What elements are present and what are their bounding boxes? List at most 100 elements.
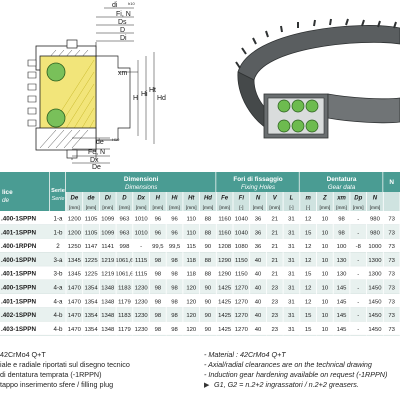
note-gear-it: di dentatura temprata (-1RPPN) — [0, 370, 102, 379]
column-header-11: N — [256, 196, 261, 202]
table-cell: 1345 — [68, 258, 82, 264]
group-header-it: Dimensioni — [124, 176, 159, 183]
table-cell: 36 — [255, 244, 262, 250]
row-code: .400-1SPPN — [1, 257, 36, 264]
table-cell: 1425 — [218, 327, 232, 333]
row-serie: 4-b — [54, 326, 64, 333]
code-header-label-en: de — [2, 197, 10, 204]
note-material-en: - Material : 42CrMo4 Q+T — [204, 350, 286, 359]
table-cell: 1354 — [84, 299, 98, 305]
serie-header-it: Serie — [51, 188, 65, 194]
table-cell: 36 — [255, 217, 262, 223]
dim-label-ht: Ht — [149, 87, 156, 94]
table-cell: 1230 — [135, 299, 149, 305]
table-cell: 120 — [186, 299, 197, 305]
table-group-header-extra — [383, 172, 400, 192]
table-cell: 23 — [271, 313, 278, 319]
table-cell: 12 — [305, 217, 312, 223]
table-cell: - — [357, 286, 359, 292]
table-cell: 73 — [388, 313, 395, 319]
table-group-header — [216, 172, 299, 192]
table-cell: 31 — [288, 230, 295, 236]
table-cell: 120 — [186, 313, 197, 319]
table-cell: 98 — [171, 286, 178, 292]
table-cell: 21 — [271, 217, 278, 223]
row-code: .401-1SPPN — [1, 298, 36, 305]
table-cell: -8 — [356, 244, 362, 250]
table-cell: 100 — [337, 244, 348, 250]
table-cell: 1061,6 — [115, 272, 134, 278]
notes-section: 42CrMo4 Q+T iale e radiale riportati sul… — [0, 350, 400, 400]
table-cell: 21 — [271, 230, 278, 236]
column-unit-6: [mm] — [169, 205, 180, 211]
row-code: .403-1SPPN — [1, 326, 36, 333]
dim-label-d: D — [120, 27, 125, 34]
table-cell: 120 — [186, 286, 197, 292]
table-cell: 73 — [388, 272, 395, 278]
group-header-it: Fori di fissaggio — [233, 176, 282, 183]
table-cell: 40 — [255, 258, 262, 264]
note-plug-it: tappo inserimento sfere / filling plug — [0, 380, 114, 389]
table-cell: 31 — [288, 313, 295, 319]
table-cell: 1150 — [235, 272, 248, 278]
column-header-4: Dx — [137, 196, 145, 202]
row-code: .401-1SPPN — [1, 271, 36, 278]
table-cell: 1450 — [368, 327, 382, 333]
dim-label-xm: xm — [118, 70, 128, 77]
table-cell: 1354 — [84, 327, 98, 333]
table-cell: 1348 — [101, 327, 115, 333]
table-cell: 12 — [305, 286, 312, 292]
table-cell: 12 — [305, 244, 312, 250]
row-code: .400-1SPPN — [1, 285, 36, 292]
table-cell: 73 — [388, 258, 395, 264]
table-cell: 1147 — [85, 244, 98, 250]
table-cell: 1183 — [118, 313, 131, 319]
row-serie: 1-b — [54, 229, 64, 236]
table-cell: 98 — [155, 299, 162, 305]
column-header-13: L — [290, 196, 294, 202]
table-cell: 12 — [305, 258, 312, 264]
table-cell: 1225 — [84, 272, 98, 278]
column-header-9: Fe — [221, 196, 229, 202]
table-cell: 15 — [305, 313, 312, 319]
table-cell: 1080 — [235, 244, 249, 250]
table-cell: 980 — [370, 217, 381, 223]
table-cell: 21 — [271, 258, 278, 264]
table-cell: 118 — [187, 258, 197, 264]
table-cell: 88 — [205, 258, 212, 264]
row-code: .402-1SPPN — [1, 312, 36, 319]
technical-drawing: di h10 Fi, N Ds D Di xm H Hi Ht Hd de H1… — [27, 1, 400, 170]
row-code: .400-1SPPN — [1, 216, 36, 223]
table-cell: 963 — [120, 230, 131, 236]
column-header-8: Hd — [204, 196, 212, 202]
group-header-en: Fixing Holes — [241, 184, 275, 191]
serie-header-en: Serie — [51, 196, 64, 202]
table-cell: 1219 — [101, 272, 114, 278]
table-cell: 15 — [305, 272, 312, 278]
column-header-2: Di — [105, 196, 111, 202]
row-code: .401-1SPPN — [1, 229, 36, 236]
table-cell: 1099 — [101, 230, 114, 236]
table-cell: 31 — [288, 286, 295, 292]
column-header-3: D — [122, 196, 127, 202]
table-cell: 96 — [171, 217, 178, 223]
dim-label-hi: Hi — [141, 91, 148, 98]
dim-label-de: de — [96, 139, 104, 146]
table-cell: 31 — [288, 217, 295, 223]
table-cell: 1470 — [68, 327, 82, 333]
table-cell: 1270 — [235, 313, 249, 319]
group-header-en: Gear data — [328, 184, 356, 191]
row-serie: 3-a — [54, 257, 64, 264]
table-cell: 1425 — [218, 286, 232, 292]
note-material-it: 42CrMo4 Q+T — [0, 350, 46, 359]
table-cell: 98 — [155, 327, 162, 333]
table-cell: 99,5 — [169, 244, 181, 250]
table-cell: 1061,6 — [115, 258, 134, 264]
table-cell: 1348 — [101, 286, 115, 292]
table-cell: - — [357, 327, 359, 333]
table-cell: 1105 — [85, 230, 98, 236]
table-cell: 1290 — [218, 258, 232, 264]
table-cell: 1179 — [118, 299, 131, 305]
table-cell: 15 — [305, 327, 312, 333]
serie-header-bg — [50, 172, 65, 211]
